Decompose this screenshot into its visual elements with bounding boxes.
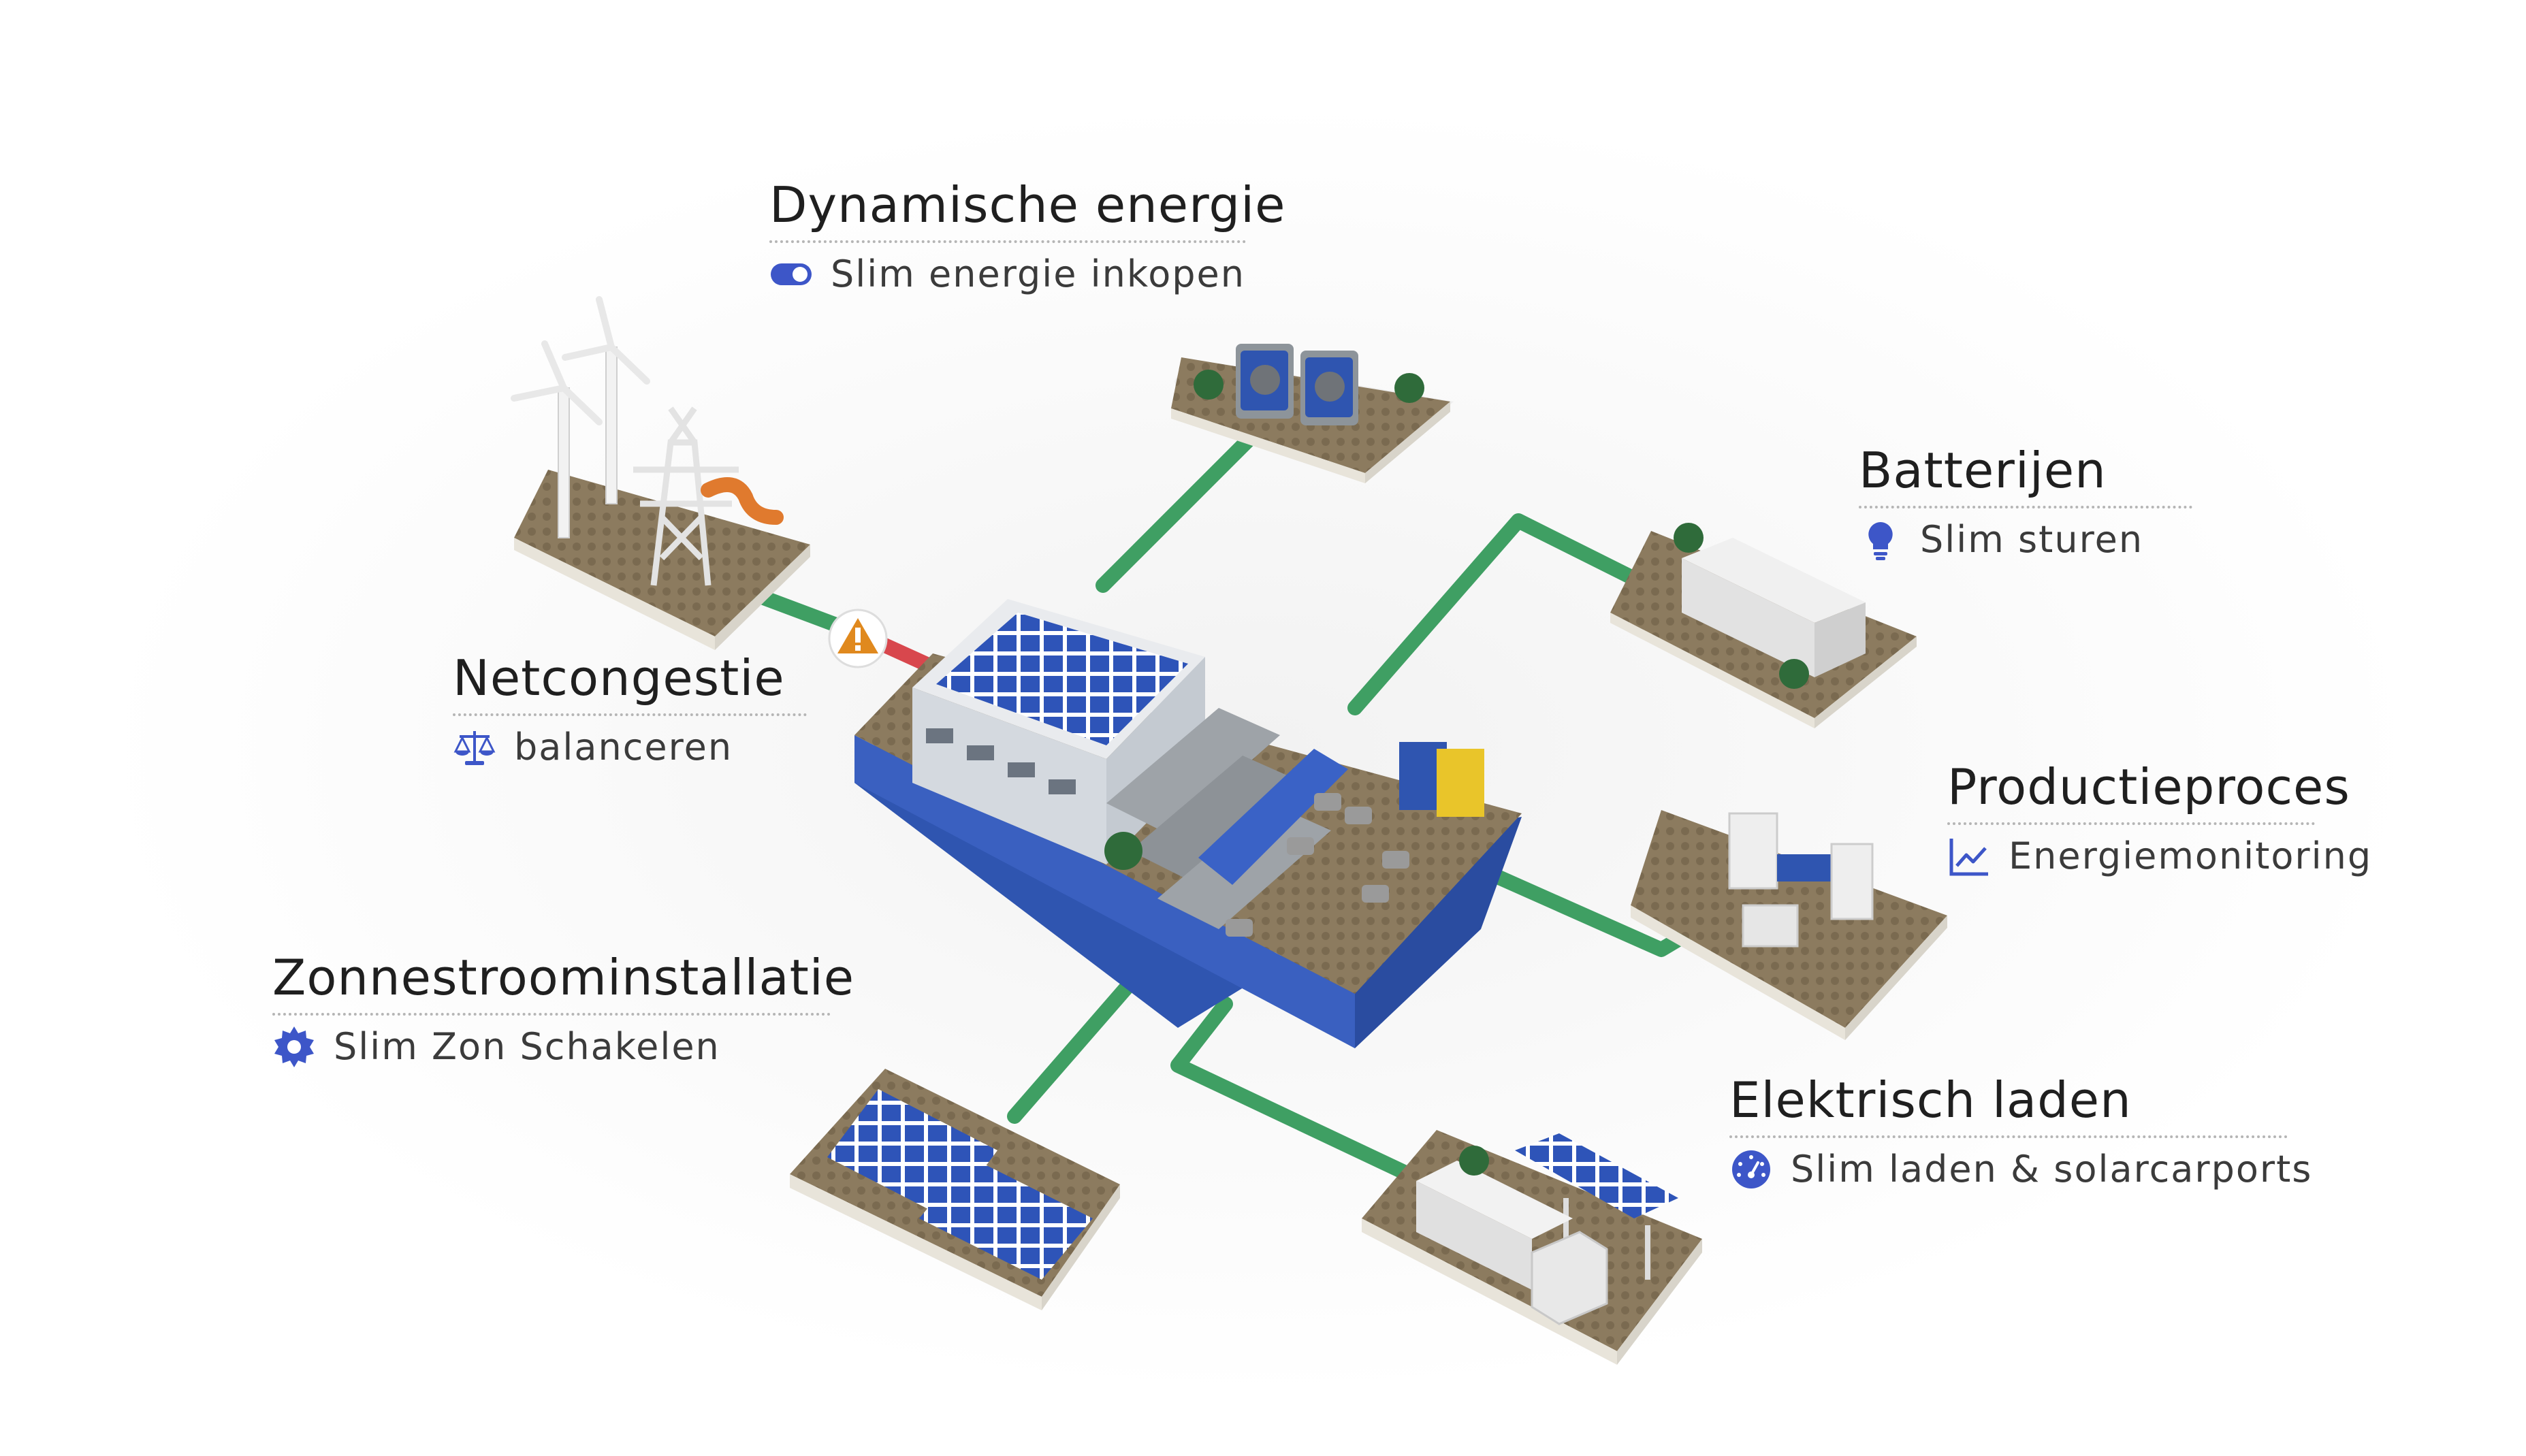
truck-trailer-side (1416, 1181, 1532, 1290)
production-tile (1631, 810, 1947, 1040)
dotted-leader (272, 1013, 831, 1016)
label-title: Netcongestie (453, 649, 785, 707)
dotted-leader (1947, 822, 2315, 825)
production-machine-1 (1728, 812, 1778, 890)
dotted-leader (1859, 506, 2192, 508)
line-dynamic (1096, 428, 1260, 593)
label-sub: Slim Zon Schakelen (334, 1025, 720, 1068)
orange-pipe (701, 477, 784, 525)
battery-tile (1610, 523, 1917, 728)
production-machine-2 (1830, 843, 1874, 920)
solar-carport (1515, 1133, 1678, 1218)
label-sub: Slim laden & solarcarports (1791, 1148, 2313, 1191)
label-elektrisch-laden: Elektrisch laden Slim laden & solarcarpo… (1729, 1071, 2311, 1191)
label-title: Dynamische energie (769, 176, 1286, 233)
label-title: Elektrisch laden (1729, 1071, 2132, 1129)
lightbulb-icon (1868, 522, 1893, 560)
gauge-icon (1732, 1150, 1770, 1188)
factory-solar-roof (936, 613, 1188, 745)
label-batterijen: Batterijen Slim sturen (1859, 446, 2192, 562)
label-title: Batterijen (1859, 442, 2107, 499)
label-productieproces: Productieproces Energiemonitoring (1947, 758, 2371, 878)
wind-turbine-blades-2 (562, 296, 650, 385)
container-yellow (1437, 749, 1484, 817)
label-sub: balanceren (514, 726, 733, 769)
power-pylon (633, 406, 739, 586)
production-conveyor (1777, 854, 1838, 881)
wind-turbine-tower-1 (558, 387, 570, 538)
dynamic-energy-tile (1171, 344, 1454, 483)
warning-icon (828, 609, 888, 668)
battery-container-top (1682, 538, 1866, 623)
dotted-leader (453, 713, 807, 716)
grid-wind-tile (511, 296, 810, 650)
factory-tile (854, 599, 1522, 1048)
toggle-icon (771, 263, 812, 285)
parked-cars (1226, 793, 1409, 937)
label-title: Zonnestroominstallatie (272, 949, 855, 1006)
truck-trailer-top (1416, 1161, 1573, 1239)
production-cart (1742, 904, 1799, 948)
dotted-leader (769, 240, 1246, 243)
factory-windows (926, 728, 1076, 794)
wind-turbine-blades-1 (511, 340, 603, 425)
label-title: Productieproces (1947, 758, 2350, 815)
label-dynamische-energie: Dynamische energie Slim energie inkopen (769, 176, 1286, 296)
label-netcongestie: Netcongestie balanceren (453, 653, 807, 769)
charging-tile (1362, 1130, 1702, 1365)
truck-cab (1531, 1231, 1608, 1325)
factory-carport-canopy (1198, 749, 1348, 885)
line-charging (1170, 997, 1437, 1192)
battery-container-front (1682, 558, 1814, 677)
label-sub: Slim sturen (1920, 518, 2144, 561)
label-sub: Slim energie inkopen (831, 253, 1245, 295)
label-zonnestroominstallatie: Zonnestroominstallatie Slim Zon Schakele… (272, 949, 855, 1069)
wind-turbine-tower-2 (605, 346, 618, 504)
line-battery (1347, 513, 1655, 715)
dotted-leader (1729, 1135, 2288, 1138)
sun-gear-icon (274, 1026, 314, 1067)
line-chart-icon (1949, 839, 1988, 876)
label-sub: Energiemonitoring (2009, 835, 2373, 877)
solar-array-2 (919, 1157, 1093, 1280)
solar-field-tile (790, 1069, 1120, 1310)
balance-scale-icon (453, 731, 496, 765)
